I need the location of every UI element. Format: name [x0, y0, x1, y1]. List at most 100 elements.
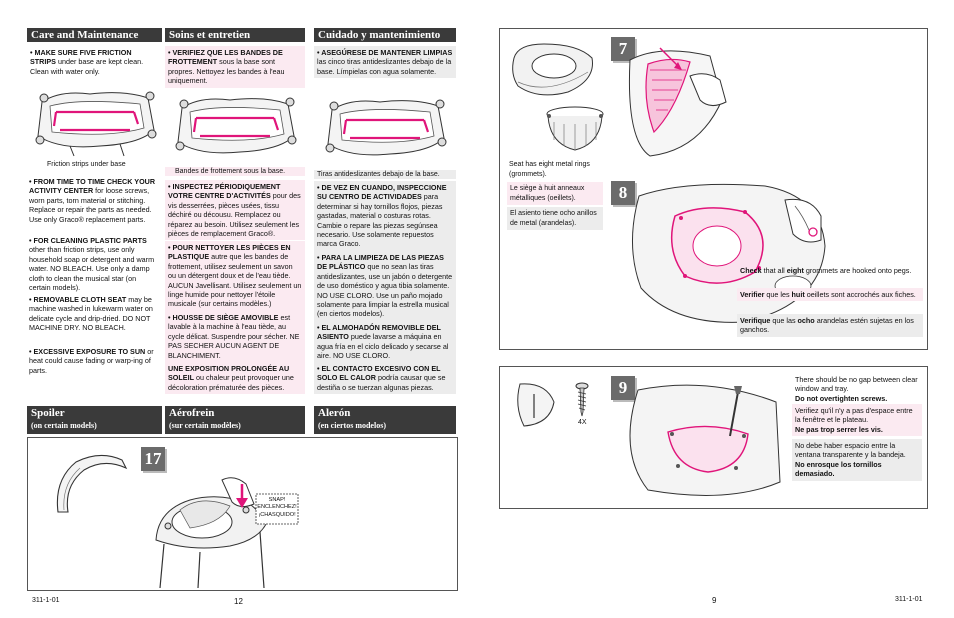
seat-tray-illustration: [512, 43, 593, 96]
left-footer-code: 311-1-01: [32, 597, 60, 604]
snap-en: SNAP!: [268, 497, 286, 503]
en-p2-bold: • FROM TIME TO TIME CHECK YOUR ACTIVITY …: [29, 177, 156, 196]
en-p1-bold: • MAKE SURE FIVE FRICTION STRIPS: [30, 48, 132, 67]
care-maintenance-header-en: Care and Maintenance: [27, 28, 162, 42]
fabric-seat-illustration: [546, 106, 604, 151]
right-footer-code: 311-1-01: [895, 596, 923, 603]
en-p3-text: other than friction strips, use only hou…: [29, 245, 155, 293]
step-8-es-t1: que las: [770, 316, 798, 325]
left-page-number: 12: [234, 597, 243, 606]
step-7-8-panel: [499, 28, 928, 350]
en-p5-text: or heat could cause fading or warp-ing o…: [29, 347, 154, 375]
fr-p5-bold: UNE EXPOSITION PROLONGÉE AU SOLEIL: [168, 364, 290, 383]
step-7-caption-es: El asiento tiene ocho anillos de metal (…: [507, 207, 603, 230]
step-9-text-en: There should be no gap between clear win…: [795, 375, 921, 403]
step-8-es-t2: arandelas estén sujetas en los ganchos.: [740, 316, 914, 335]
step-8-fr-t1: que les: [764, 290, 792, 299]
right-page-number: 9: [712, 596, 717, 605]
en-p4-text: may be machine washed in lukewarm water …: [29, 295, 153, 333]
step-8-es-b1: Verifique: [740, 316, 771, 325]
snap-es: ¡CHASQUIDO!: [258, 511, 296, 518]
es-p4-text: puede lavarse a máquina en agua fría en …: [317, 332, 449, 361]
spoiler-header-fr: Aérofrein (sur certain modèles): [165, 406, 305, 434]
snap-callout-bubble: [255, 493, 299, 525]
fr-friction-strips-text: • VERIFIEZ QUE LES BANDES DE FROTTEMENT …: [165, 46, 305, 88]
friction-strips-illustration-fr: [175, 97, 297, 154]
step-17-panel: [27, 437, 458, 591]
es-cloth-seat-text: • EL ALMOHADÓN REMOVIBLE DEL ASIENTO pue…: [314, 321, 456, 363]
es-sun-exposure-text: • EL CONTACTO EXCESIVO CON EL SOLO EL CA…: [314, 362, 456, 395]
step-7-number: 7: [611, 37, 635, 61]
step-17-number: 17: [141, 447, 165, 471]
snap-fr: ENCLENCHEZ!: [257, 504, 297, 511]
grommet-peg-illustration: [632, 183, 826, 323]
clear-window-illustration: [517, 383, 555, 427]
fr-p2-text: pour des vis desserrées, pièces usées, t…: [168, 191, 301, 239]
step-8-number: 8: [611, 181, 635, 205]
step-8-en-t2: grommets are hooked onto pegs.: [803, 266, 912, 275]
fr-p4-text: est lavable à la machine à l'eau tiède, …: [168, 313, 300, 360]
step-8-fr-t2: oeillets sont accrochés aux fiches.: [804, 290, 916, 299]
snap-callout-text: SNAP! ENCLENCHEZ! ¡CHASQUIDO!: [252, 497, 302, 519]
es-friction-caption: Tiras antideslizantes debajo de la base.: [314, 170, 456, 179]
step-8-text-fr: Verifier que les huit oeillets sont accr…: [737, 288, 923, 302]
fr-p3-bold: • POUR NETTOYER LES PIÈCES EN PLASTIQUE: [168, 243, 291, 262]
window-install-illustration: [629, 384, 781, 496]
es-p4-bold: • EL ALMOHADÓN REMOVIBLE DEL ASIENTO: [317, 323, 441, 342]
spoiler-title-fr: Aérofrein: [169, 407, 215, 419]
fr-p1-bold: • VERIFIEZ QUE LES BANDES DE FROTTEMENT: [168, 48, 283, 67]
spoiler-sub-es: (en ciertos modelos): [318, 421, 386, 430]
es-p2-text: para determinar si hay tornillos flojos,…: [317, 192, 443, 249]
screw-icon: [575, 382, 589, 417]
step-8-en-b1: Check: [740, 266, 762, 275]
en-p4-bold: • REMOVABLE CLOTH SEAT: [29, 295, 127, 304]
en-p5-bold: • EXCESSIVE EXPOSURE TO SUN: [29, 347, 146, 356]
es-cleaning-plastic-text: • PARA LA LIMPIEZA DE LAS PIEZAS DE PLÁS…: [314, 251, 456, 321]
step-7-caption-fr: Le siège à huit anneaux métalliques (oei…: [507, 182, 603, 205]
es-p3-text: que no sean las tiras antideslizantes, u…: [317, 262, 453, 319]
step-9-en-bold: Do not overtighten screws.: [795, 393, 888, 403]
step-9-fr-text: Verifiez qu'il n'y a pas d'espace entre …: [795, 406, 913, 425]
seat-insert-illustration: [628, 47, 727, 157]
step-8-text-es: Verifique que las ocho arandelas estén s…: [737, 314, 923, 337]
step-9-text-es: No debe haber espacio entre la ventana t…: [792, 439, 922, 481]
en-check-activity-text: • FROM TIME TO TIME CHECK YOUR ACTIVITY …: [29, 177, 159, 224]
step-8-en-t1: that all: [761, 266, 787, 275]
fr-p4-bold: • HOUSSE DE SIÈGE AMOVIBLE: [168, 313, 279, 322]
friction-strips-illustration-en: [35, 91, 157, 157]
en-cleaning-plastic-text: • FOR CLEANING PLASTIC PARTS other than …: [29, 236, 159, 292]
step-9-text-fr: Verifiez qu'il n'y a pas d'espace entre …: [792, 404, 922, 437]
es-p5-bold: • EL CONTACTO EXCESIVO CON EL SOLO EL CA…: [317, 364, 441, 383]
fr-p1-text: sous la base sont propres. Nettoyez les …: [168, 57, 285, 86]
fr-friction-caption: Bandes de frottement sous la base.: [165, 167, 305, 176]
en-cloth-seat-text: • REMOVABLE CLOTH SEAT may be machine wa…: [29, 295, 159, 333]
en-p1-text: under base are kept clean. Clean with wa…: [30, 57, 144, 76]
step-8-fr-b1: Verifier: [740, 290, 765, 299]
spoiler-header-es: Alerón (en ciertos modelos): [314, 406, 456, 434]
care-maintenance-header-fr: Soins et entretien: [165, 28, 305, 42]
step-8-fr-b2: huit: [791, 290, 805, 299]
fr-sun-exposure-text: UNE EXPOSITION PROLONGÉE AU SOLEIL ou ch…: [165, 362, 305, 395]
en-p3-bold: • FOR CLEANING PLASTIC PARTS: [29, 236, 147, 245]
spoiler-sub-en: (on certain models): [31, 421, 97, 430]
step-9-en-text: There should be no gap between clear win…: [795, 375, 918, 394]
es-p2-bold: • DE VEZ EN CUANDO, INSPECCIONE SU CENTR…: [317, 183, 447, 202]
step-9-es-text: No debe haber espacio entre la ventana t…: [795, 441, 906, 460]
fr-cloth-seat-text: • HOUSSE DE SIÈGE AMOVIBLE est lavable à…: [165, 311, 305, 363]
en-friction-strips-text: • MAKE SURE FIVE FRICTION STRIPS under b…: [27, 46, 161, 78]
spoiler-install-illustration: [155, 477, 269, 589]
spoiler-header-en: Spoiler (on certain models): [27, 406, 162, 434]
step-9-es-bold: No enrosque los tornillos demasiado.: [795, 459, 882, 479]
care-maintenance-header-es: Cuidado y mantenimiento: [314, 28, 456, 42]
es-check-activity-text: • DE VEZ EN CUANDO, INSPECCIONE SU CENTR…: [314, 181, 456, 251]
en-sun-exposure-text: • EXCESSIVE EXPOSURE TO SUN or heat coul…: [29, 347, 159, 375]
spoiler-part-illustration: [56, 454, 128, 513]
spoiler-title-en: Spoiler: [31, 407, 65, 419]
es-p3-bold: • PARA LA LIMPIEZA DE LAS PIEZAS DE PLÁS…: [317, 253, 444, 272]
step-9-number: 9: [611, 376, 635, 400]
fr-check-activity-text: • INSPECTEZ PÉRIODIQUEMENT VOTRE CENTRE …: [165, 180, 305, 241]
es-p1-text: las cinco tiras antideslizantes debajo d…: [317, 57, 452, 76]
en-p2-text: for loose screws, worn parts, torn mater…: [29, 186, 152, 224]
es-friction-strips-text: • ASEGÚRESE DE MANTENER LIMPIAS las cinc…: [314, 46, 456, 79]
screw-count: 4X: [578, 419, 587, 426]
